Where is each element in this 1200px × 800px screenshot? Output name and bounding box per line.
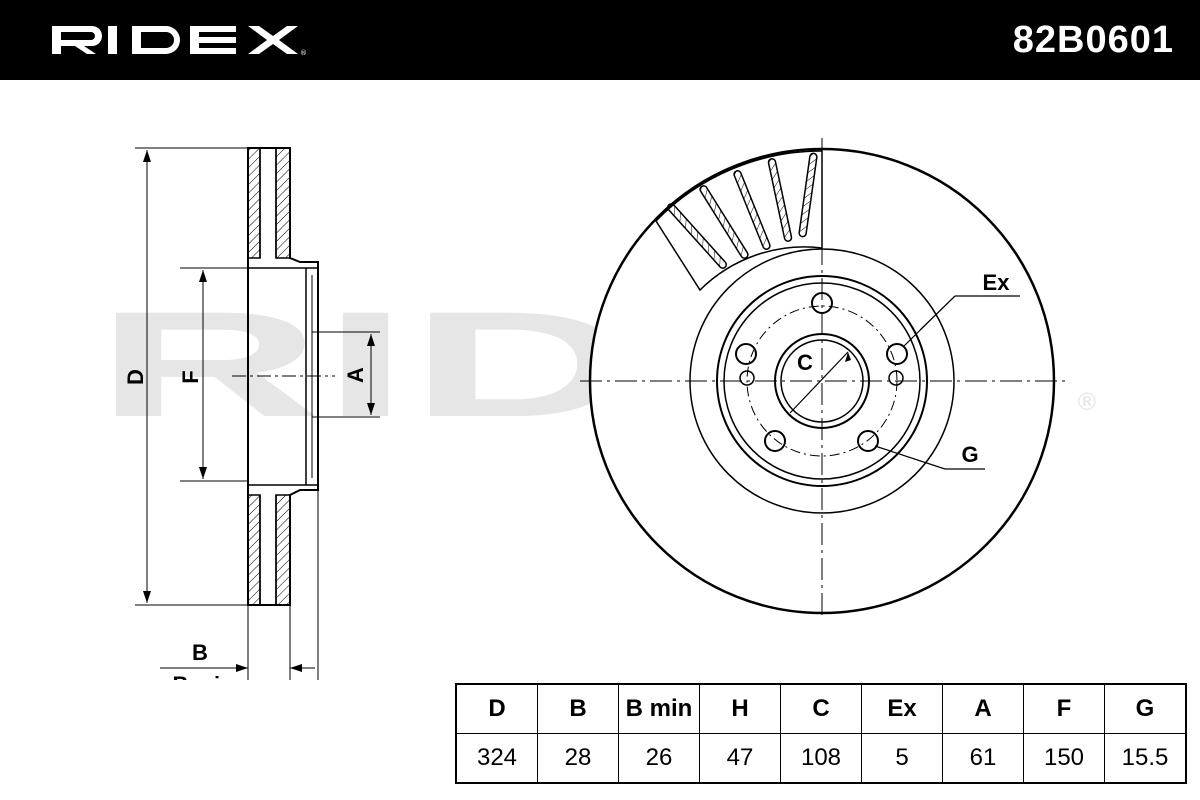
header-bar: ® 82B0601: [0, 0, 1200, 80]
spec-table-value-row: 324 28 26 47 108 5 61 150 15.5: [455, 733, 1187, 784]
label-B-min: B min: [172, 672, 233, 680]
label-D: D: [123, 369, 148, 385]
spec-table: D B B min H C Ex A F G 324 28 26 47 108 …: [455, 683, 1187, 784]
locating-holes: [739, 370, 904, 386]
brake-disc-drawing: RIDEX ®: [95, 138, 1099, 680]
spec-header-B-min: B min: [618, 683, 700, 734]
spec-value-Ex: 5: [861, 733, 943, 784]
spec-value-F: 150: [1023, 733, 1105, 784]
spec-header-Ex: Ex: [861, 683, 943, 734]
label-F: F: [178, 370, 203, 383]
spec-value-D: 324: [455, 733, 538, 784]
label-C: C: [797, 350, 813, 375]
spec-header-C: C: [780, 683, 862, 734]
spec-table-header-row: D B B min H C Ex A F G: [455, 683, 1187, 734]
spec-header-B: B: [537, 683, 619, 734]
spec-value-G: 15.5: [1104, 733, 1187, 784]
spec-value-C: 108: [780, 733, 862, 784]
spec-header-F: F: [1023, 683, 1105, 734]
label-B: B: [192, 640, 208, 665]
spec-header-D: D: [455, 683, 538, 734]
front-view: [580, 138, 1065, 620]
registered-mark: ®: [300, 49, 307, 57]
side-view: [135, 147, 380, 680]
label-Ex: Ex: [983, 270, 1011, 295]
spec-header-A: A: [942, 683, 1024, 734]
spec-value-B: 28: [537, 733, 619, 784]
label-G: G: [961, 442, 978, 467]
spec-header-G: G: [1104, 683, 1187, 734]
part-number: 82B0601: [1012, 19, 1174, 61]
spec-value-B-min: 26: [618, 733, 700, 784]
spec-value-H: 47: [699, 733, 781, 784]
spec-value-A: 61: [942, 733, 1024, 784]
ridex-logo: ®: [52, 26, 307, 57]
spec-header-H: H: [699, 683, 781, 734]
label-A: A: [343, 367, 368, 383]
cooling-vanes: [666, 152, 818, 269]
watermark-registered-mark: ®: [1075, 388, 1099, 416]
